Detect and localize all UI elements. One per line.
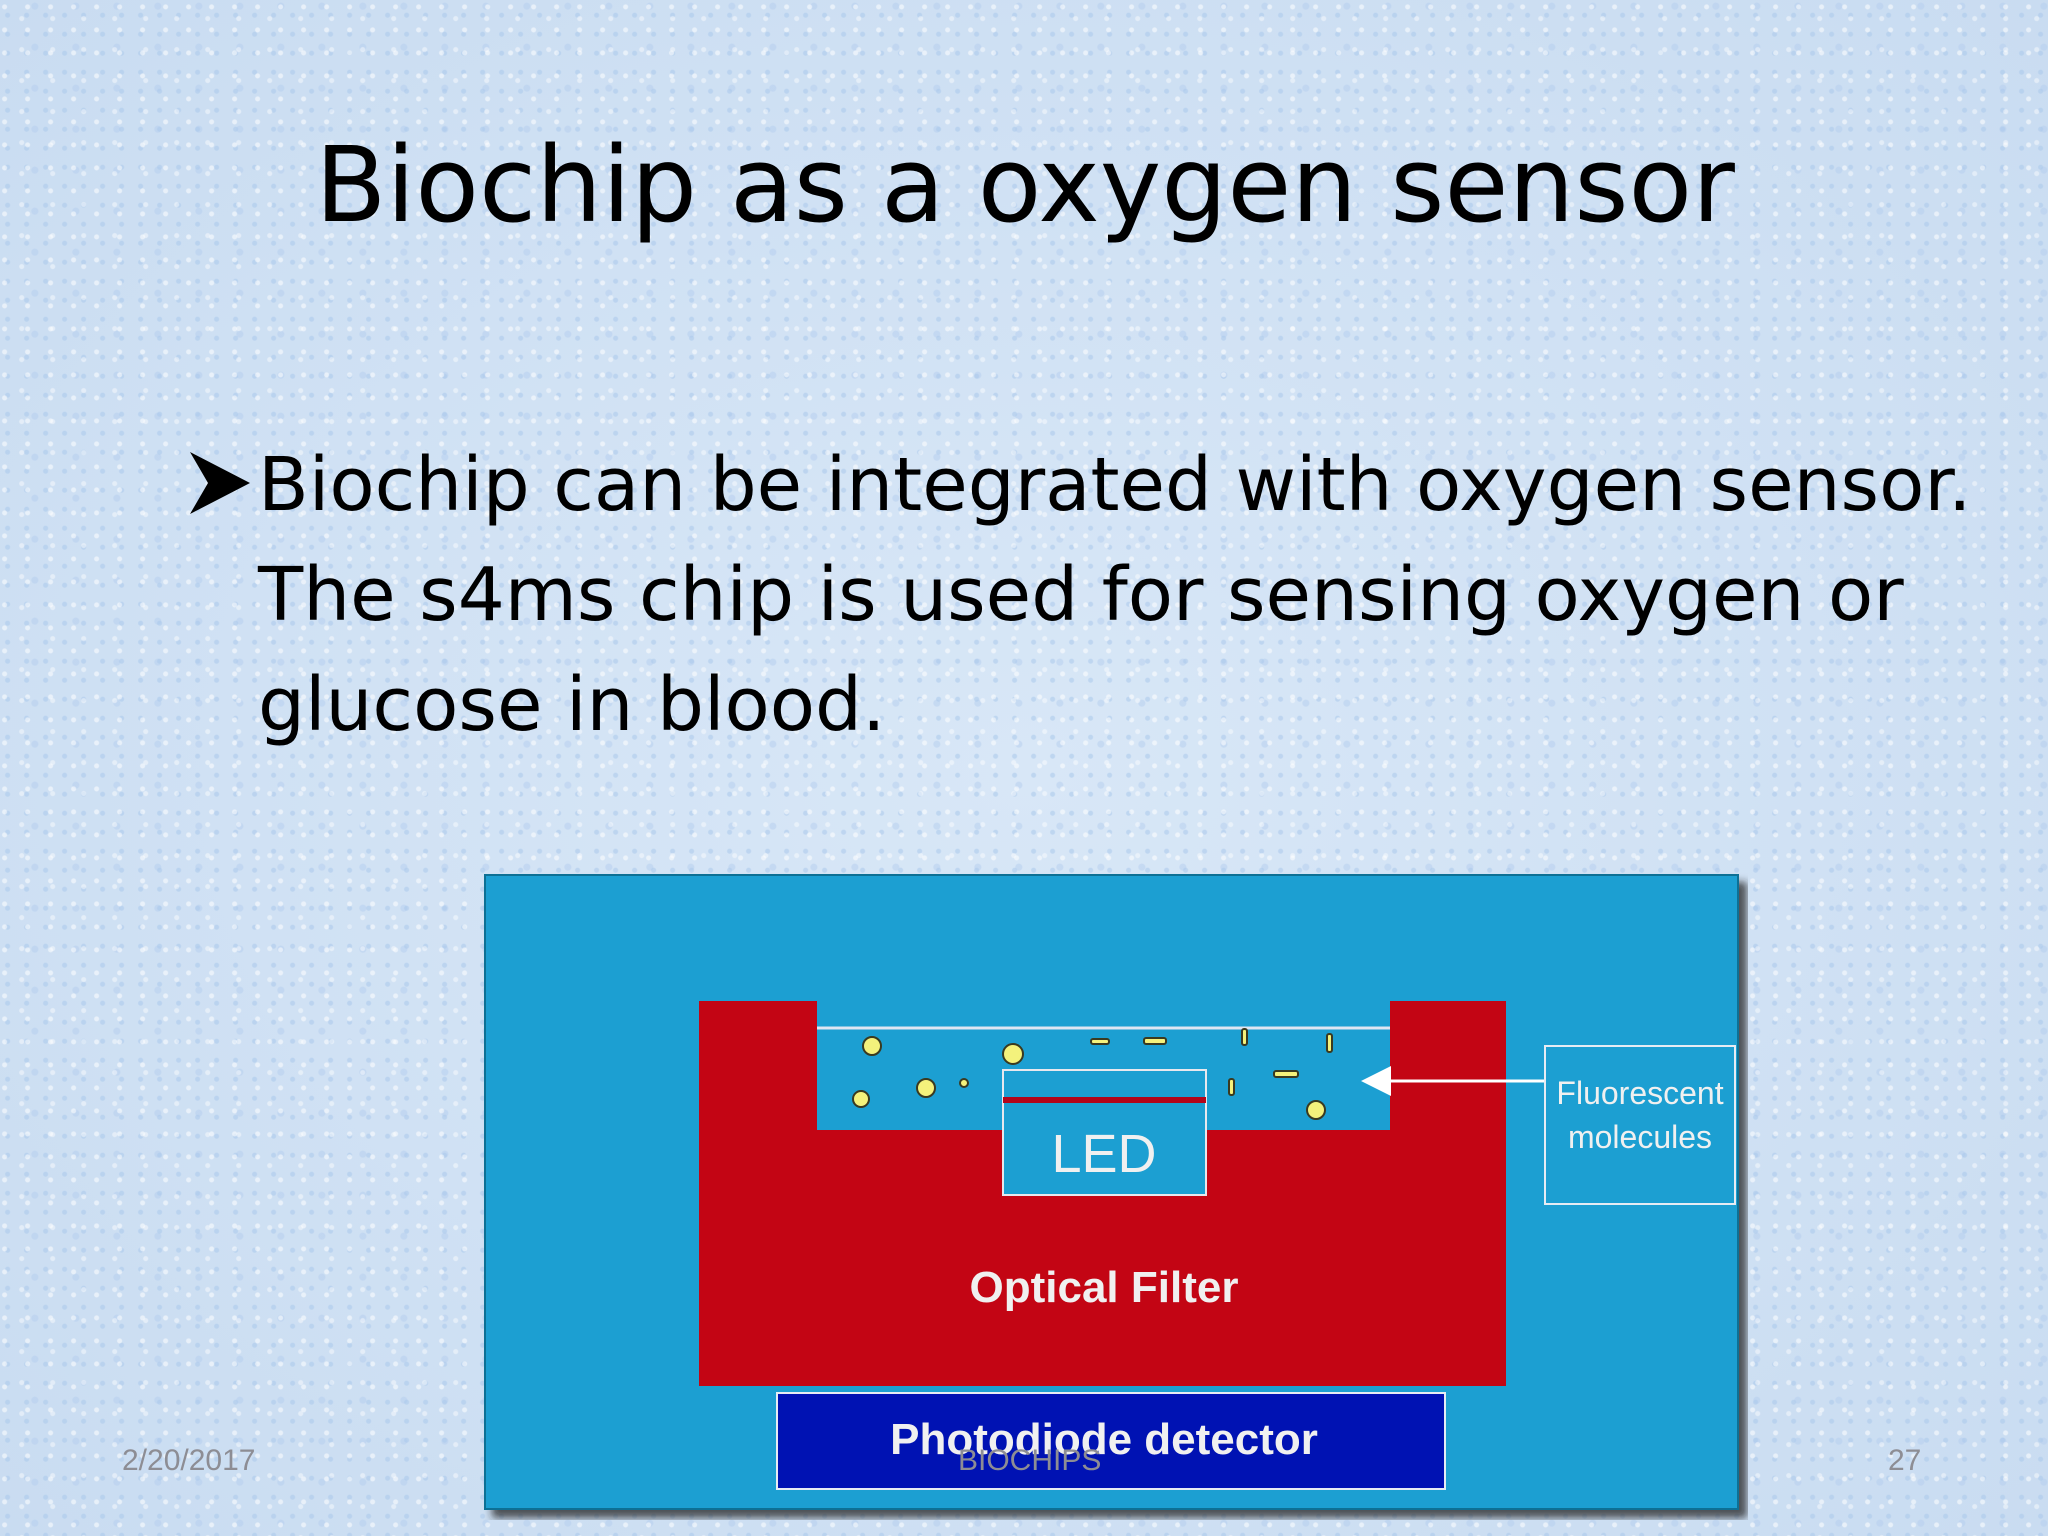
- molecule: [1143, 1037, 1167, 1045]
- arrowhead-bullet-icon: [190, 452, 250, 514]
- led-block: [1002, 1069, 1207, 1196]
- molecule: [1090, 1038, 1110, 1045]
- slide-title: Biochip as a oxygen sensor: [315, 124, 1735, 246]
- fluorescent-label-line2: molecules: [1568, 1119, 1712, 1155]
- footer-title: BIOCHIPS: [958, 1444, 1102, 1477]
- molecule: [1228, 1078, 1235, 1096]
- bullet-item: Biochip can be integrated with oxygen se…: [186, 430, 1976, 760]
- molecule: [1241, 1028, 1248, 1046]
- molecule: [1306, 1100, 1326, 1120]
- led-label: LED: [1051, 1124, 1156, 1184]
- molecule: [959, 1078, 969, 1088]
- oxygen-sensor-diagram: LED Fluorescent molecules Optical Filter…: [484, 874, 1739, 1510]
- photodiode-detector-label: Photodiode detector: [890, 1415, 1318, 1464]
- molecule: [862, 1036, 882, 1056]
- bullet-text: Biochip can be integrated with oxygen se…: [258, 442, 1972, 748]
- photodiode-detector-block: [776, 1392, 1446, 1490]
- fluorescent-label-box: [1544, 1045, 1736, 1205]
- footer-page-number: 27: [1888, 1444, 1922, 1477]
- molecule: [852, 1090, 870, 1108]
- footer-date: 2/20/2017: [122, 1444, 256, 1477]
- fluorescent-label-line1: Fluorescent: [1556, 1075, 1723, 1111]
- molecule: [1326, 1033, 1333, 1053]
- optical-filter-label: Optical Filter: [970, 1263, 1239, 1312]
- molecule: [916, 1078, 936, 1098]
- molecule: [1273, 1070, 1299, 1078]
- fluorescent-molecules: [852, 1028, 1333, 1120]
- molecule: [1002, 1043, 1024, 1065]
